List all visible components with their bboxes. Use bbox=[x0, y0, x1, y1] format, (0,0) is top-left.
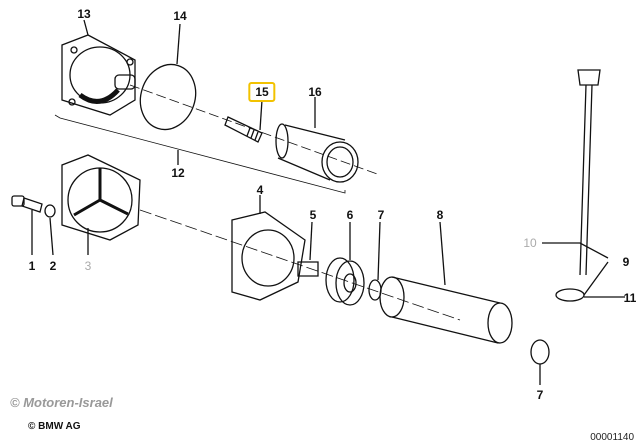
copyright: © BMW AG bbox=[28, 421, 81, 432]
label-6[interactable]: 6 bbox=[346, 208, 354, 222]
plug-part-5[interactable] bbox=[297, 261, 319, 277]
label-9[interactable]: 9 bbox=[622, 255, 630, 269]
sleeve-part-16[interactable] bbox=[275, 123, 359, 183]
watermark: © Motoren-Israel bbox=[10, 395, 113, 410]
washer-part-2[interactable] bbox=[44, 204, 56, 218]
gasket-part-4[interactable] bbox=[231, 211, 306, 301]
label-14[interactable]: 14 bbox=[173, 9, 187, 23]
label-11[interactable]: 11 bbox=[623, 291, 637, 305]
label-1[interactable]: 1 bbox=[28, 259, 36, 273]
o-ring-part-14[interactable] bbox=[132, 57, 204, 136]
image-code: 00001140 bbox=[590, 432, 634, 443]
seal-part-7[interactable] bbox=[368, 279, 382, 301]
label-3[interactable]: 3 bbox=[84, 259, 92, 273]
label-12[interactable]: 12 bbox=[171, 166, 185, 180]
label-4[interactable]: 4 bbox=[256, 183, 264, 197]
valve-part-15[interactable] bbox=[224, 116, 263, 143]
label-2[interactable]: 2 bbox=[49, 259, 57, 273]
seal-ring-part-7[interactable] bbox=[530, 339, 550, 365]
label-16[interactable]: 16 bbox=[308, 85, 322, 99]
filter-part-8[interactable] bbox=[379, 276, 513, 344]
ring-part-11[interactable] bbox=[555, 288, 585, 302]
label-5[interactable]: 5 bbox=[309, 208, 317, 222]
label-10[interactable]: 10 bbox=[523, 236, 537, 250]
cover-part-13[interactable] bbox=[61, 34, 136, 116]
label-8[interactable]: 8 bbox=[436, 208, 444, 222]
label-7-lower[interactable]: 7 bbox=[536, 388, 544, 402]
label-15-highlighted[interactable]: 15 bbox=[248, 82, 276, 102]
flange-part-6[interactable] bbox=[325, 257, 365, 306]
bolt-part-1[interactable] bbox=[11, 195, 43, 213]
label-7[interactable]: 7 bbox=[377, 208, 385, 222]
housing-part-3[interactable] bbox=[61, 154, 141, 241]
label-13[interactable]: 13 bbox=[77, 7, 91, 21]
